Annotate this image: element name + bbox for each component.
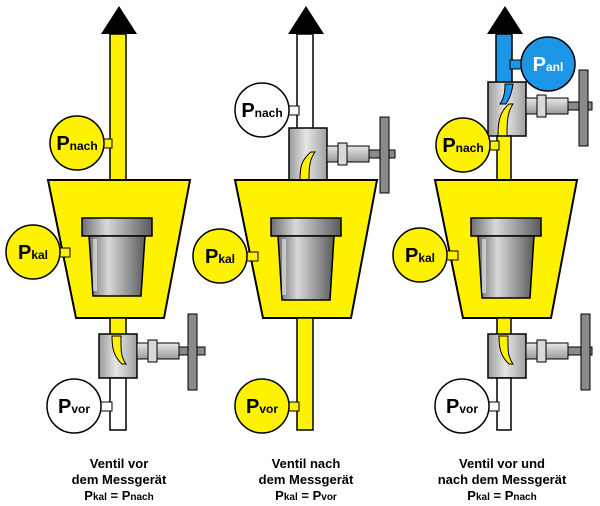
valve: [288, 116, 396, 194]
handwheel: [578, 69, 589, 147]
caption-equation: Pkal = Pnach: [84, 488, 154, 503]
caption-line-1: Ventil vor und: [459, 456, 545, 471]
gauge-p-vor: Pvor: [46, 378, 102, 434]
gauge-p-kal: Pkal: [192, 228, 248, 284]
caption-panel-3: Ventil vor und nach dem Messgerät Pkal =…: [407, 456, 597, 506]
caption-line-1: Ventil vor: [89, 456, 149, 471]
outlet-pipe: [495, 33, 513, 85]
caption-line-1: Ventil nach: [271, 456, 341, 471]
caption-equation: Pkal = Pvor: [275, 488, 337, 503]
valve-lower: [487, 313, 593, 391]
outlet-pipe: [109, 33, 127, 181]
svg-text:Panl: Panl: [533, 54, 564, 76]
panel-2: [233, 6, 396, 431]
caption-line-2: dem Messgerät: [258, 472, 354, 487]
meter-cup: [81, 217, 153, 297]
gauge-p-nach: Pnach: [435, 117, 491, 173]
inlet-pipe: [296, 317, 314, 431]
svg-text:Pnach: Pnach: [442, 135, 483, 157]
handwheel: [580, 313, 591, 391]
panel-3: [433, 6, 593, 431]
svg-text:Pkal: Pkal: [405, 245, 435, 267]
svg-text:Pvor: Pvor: [58, 396, 90, 418]
gauge-p-anl: Panl: [520, 36, 576, 92]
gauge-p-nach: Pnach: [234, 82, 290, 138]
gauge-p-vor: Pvor: [234, 378, 290, 434]
caption-line-2: nach dem Messgerät: [437, 472, 567, 487]
svg-text:Pvor: Pvor: [246, 396, 278, 418]
meter-cup: [270, 217, 342, 301]
outlet-arrow: [487, 6, 523, 34]
gauge-p-nach: Pnach: [49, 115, 105, 171]
svg-text:Pkal: Pkal: [205, 246, 235, 268]
caption-panel-2: Ventil nach dem Messgerät Pkal = Pvor: [211, 456, 401, 506]
outlet-arrow: [101, 6, 137, 34]
svg-text:Pnach: Pnach: [56, 133, 97, 155]
handwheel: [187, 313, 198, 391]
gauge-p-kal: Pkal: [392, 227, 448, 283]
valve: [98, 313, 206, 391]
caption-equation: Pkal = Pnach: [467, 488, 537, 503]
outlet-pipe: [296, 33, 314, 131]
gauge-p-kal: Pkal: [5, 224, 61, 280]
meter-cup: [470, 217, 542, 299]
caption-panel-1: Ventil vor dem Messgerät Pkal = Pnach: [24, 456, 214, 506]
gauge-p-vor: Pvor: [434, 378, 490, 434]
panel-1: [46, 6, 206, 431]
caption-line-2: dem Messgerät: [71, 472, 167, 487]
svg-text:Pkal: Pkal: [18, 242, 48, 264]
svg-text:Pvor: Pvor: [446, 396, 478, 418]
svg-text:Pnach: Pnach: [241, 100, 282, 122]
valve-upper: [487, 69, 593, 147]
handwheel: [379, 116, 390, 194]
outlet-arrow: [288, 6, 324, 34]
